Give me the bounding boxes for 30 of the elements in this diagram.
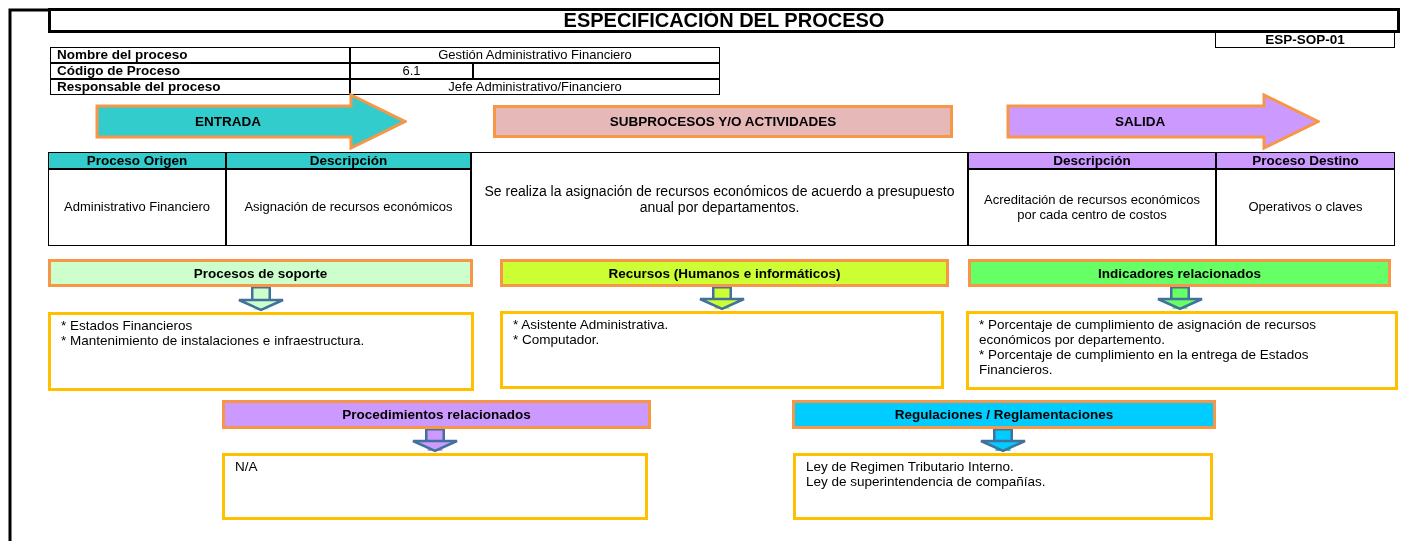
text-box: * Asistente Administrativa. * Computador. (500, 311, 944, 389)
text-box: Ley de Regimen Tributario Interno. Ley de superintendencia de compañías. (793, 453, 1213, 520)
text-box: * Estados Financieros * Mantenimiento de instalaciones e infraestructura. (48, 312, 474, 391)
table-cell: Administrativo Financiero (48, 169, 226, 246)
table-cell: Se realiza la asignación de recursos económicos de acuerdo a presupuesto anual por departamentos. (471, 152, 968, 246)
field-value: 6.1 (350, 63, 473, 79)
column-header: Proceso Destino (1216, 152, 1395, 169)
document-code: ESP-SOP-01 (1215, 31, 1395, 48)
output-arrow: SALIDA (1006, 93, 1320, 150)
header-box: Recursos (Humanos e informáticos) (500, 259, 949, 287)
field-label: Código de Proceso (50, 63, 350, 79)
field-label: Nombre del proceso (50, 47, 350, 63)
column-header: Descripción (968, 152, 1216, 169)
table-cell: Asignación de recursos económicos (226, 169, 471, 246)
header-box: Procesos de soporte (48, 259, 473, 287)
text-box: * Porcentaje de cumplimiento de asignación de recursos económicos por departemento. * Porcentaje de cumplimiento en la entrega de Estados Financieros. (966, 311, 1398, 390)
field-value: Jefe Administrativo/Financiero (350, 79, 720, 95)
field-value: Gestión Administrativo Financiero (350, 47, 720, 63)
text-box: N/A (222, 453, 648, 520)
header-box: SUBPROCESOS Y/O ACTIVIDADES (493, 105, 953, 138)
field-label: Responsable del proceso (50, 79, 350, 95)
column-header: Proceso Origen (48, 152, 226, 169)
title: ESPECIFICACIÓN DEL PROCESO (48, 8, 1400, 33)
column-header: Descripción (226, 152, 471, 169)
header-box: Procedimientos relacionados (222, 400, 651, 429)
table-cell: Operativos o claves (1216, 169, 1395, 246)
header-box: Indicadores relacionados (968, 259, 1391, 287)
input-arrow: ENTRADA (95, 93, 407, 150)
header-box: Regulaciones / Reglamentaciones (792, 400, 1216, 429)
table-cell: Acreditación de recursos económicos por cada centro de costos (968, 169, 1216, 246)
